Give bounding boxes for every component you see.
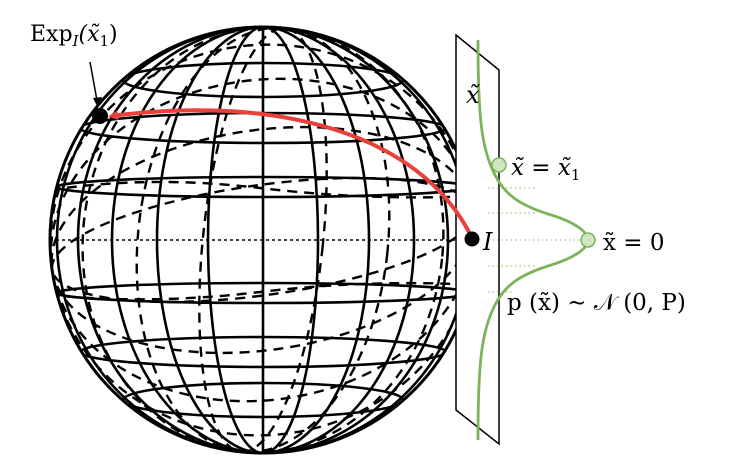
tangent-variable-label: x̃ <box>466 81 480 109</box>
guide-lines <box>488 187 588 293</box>
sphere <box>48 25 478 455</box>
marker-zero <box>580 232 596 248</box>
exp-map-label: ExpI(x̃1) <box>30 22 118 50</box>
distribution-label: p (x̃) ∼ 𝒩 (0, P) <box>507 290 686 316</box>
marker-x1 <box>491 157 507 173</box>
x1-equation-label: x̃ = x̃1 <box>511 155 580 184</box>
exp-point <box>92 108 108 124</box>
point-I <box>464 231 480 247</box>
point-I-label: I <box>482 228 493 256</box>
geodesic-arrow <box>108 108 474 239</box>
zero-equation-label: x̃ = 0 <box>603 230 665 256</box>
